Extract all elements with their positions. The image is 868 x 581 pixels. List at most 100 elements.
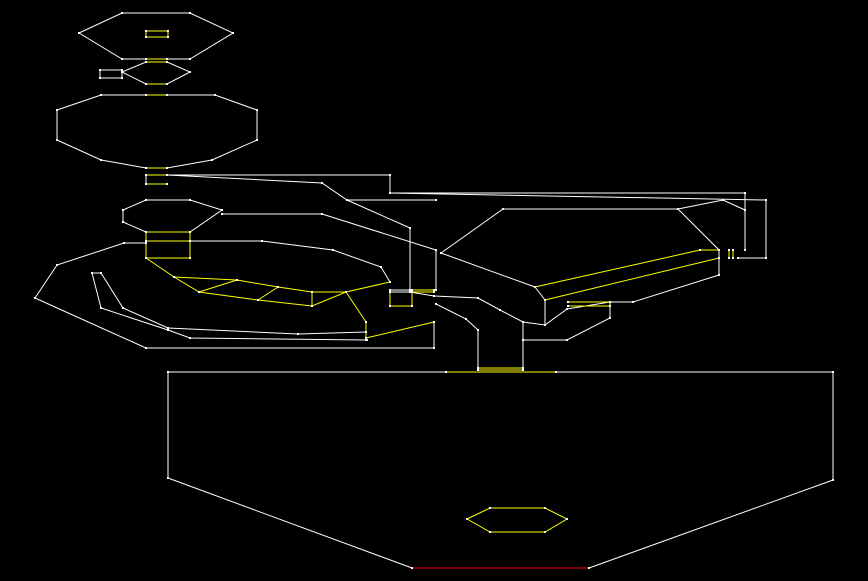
- wall-line-22: [523, 302, 611, 341]
- wall-line-4: [166, 174, 411, 291]
- vertex-dot: [380, 266, 382, 268]
- vertex-dot: [522, 339, 524, 341]
- wall-line-12: [122, 199, 224, 233]
- vertex-dot: [221, 213, 223, 215]
- vertex-dot: [167, 30, 169, 32]
- vertex-dot: [389, 281, 391, 283]
- vertex-dot: [365, 321, 367, 323]
- vertex-dot: [728, 249, 730, 251]
- vertex-dot: [699, 249, 701, 251]
- vertex-dot: [477, 367, 479, 369]
- vertex-dot: [522, 367, 524, 369]
- vertex-dot: [277, 286, 279, 288]
- vertex-dot: [440, 252, 442, 254]
- vertex-dot: [145, 94, 147, 96]
- vertex-dot: [198, 291, 200, 293]
- vertex-dot: [91, 272, 93, 274]
- vertex-dot: [321, 182, 323, 184]
- vertex-dot: [832, 371, 834, 373]
- vertex-dot: [121, 58, 123, 60]
- vertex-dot: [765, 257, 767, 259]
- vertex-dot: [145, 231, 147, 233]
- vertex-dot: [122, 307, 124, 309]
- vertex-dot: [566, 339, 568, 341]
- wall-line-20: [435, 303, 479, 370]
- vertex-dot: [409, 227, 411, 229]
- vertex-dot: [56, 109, 58, 111]
- vertex-dot: [145, 183, 147, 185]
- vertex-dot: [145, 61, 147, 63]
- vertex-dot: [99, 69, 101, 71]
- vertex-dot: [433, 289, 435, 291]
- vertex-dot: [566, 518, 568, 520]
- step-line-19: [345, 291, 367, 323]
- vertex-dot: [145, 167, 147, 169]
- vertex-dot: [567, 305, 569, 307]
- step-line-22: [389, 290, 413, 307]
- vertex-dot: [744, 249, 746, 251]
- vertex-dot: [609, 317, 611, 319]
- vertex-dot: [166, 94, 168, 96]
- vertex-dot: [166, 174, 168, 176]
- vertex-dot: [221, 209, 223, 211]
- vertex-dot: [411, 291, 413, 293]
- vertex-dot: [167, 327, 169, 329]
- vertex-dot: [389, 289, 391, 291]
- vertex-dot: [732, 257, 734, 259]
- vertex-dot: [173, 276, 175, 278]
- vertex-dot: [744, 209, 746, 211]
- vertex-dot: [121, 71, 123, 73]
- vertex-dot: [832, 479, 834, 481]
- vertex-dot: [122, 221, 124, 223]
- vertex-dot: [544, 531, 546, 533]
- vertex-dot: [145, 36, 147, 38]
- vertex-dot: [332, 249, 334, 251]
- vertex-dot: [677, 208, 679, 210]
- vertex-dot: [166, 61, 168, 63]
- vertex-dot: [732, 249, 734, 251]
- vertex-dot: [445, 371, 447, 373]
- vertex-dot: [544, 507, 546, 509]
- vertex-dot: [722, 199, 724, 201]
- vertex-dot: [435, 303, 437, 305]
- vertex-dot: [389, 291, 391, 293]
- vertex-dot: [389, 192, 391, 194]
- vertex-dot: [409, 289, 411, 291]
- vertex-dot: [609, 305, 611, 307]
- vertex-dot: [189, 231, 191, 233]
- vertex-dot: [433, 347, 435, 349]
- vertex-dot: [211, 159, 213, 161]
- vertex-dot: [56, 264, 58, 266]
- vertex-dot: [145, 83, 147, 85]
- vertex-dot: [257, 299, 259, 301]
- wall-line-8: [440, 208, 720, 303]
- vertex-dot: [166, 167, 168, 169]
- vertex-dot: [435, 199, 437, 201]
- vertex-dot: [522, 369, 524, 371]
- vertex-dot: [346, 199, 348, 201]
- vertex-dot: [389, 174, 391, 176]
- vertex-dot: [365, 337, 367, 339]
- vertex-dot: [311, 291, 313, 293]
- vertex-dot: [433, 321, 435, 323]
- vertex-dot: [737, 257, 739, 259]
- vertex-dot: [477, 297, 479, 299]
- vertex-dot: [166, 83, 168, 85]
- vertex-dot: [311, 305, 313, 307]
- vertex-dot: [389, 305, 391, 307]
- vertex-dot: [99, 77, 101, 79]
- step-line-21: [365, 321, 435, 339]
- vertex-dot: [544, 324, 546, 326]
- vertex-dot: [56, 139, 58, 141]
- vertex-dot: [100, 307, 102, 309]
- vertex-dot: [256, 109, 258, 111]
- vertex-dot: [145, 58, 147, 60]
- vertex-dot: [544, 299, 546, 301]
- vertex-dot: [728, 257, 730, 259]
- vertex-dot: [189, 58, 191, 60]
- vertex-dot: [100, 272, 102, 274]
- vertex-dot: [256, 139, 258, 141]
- vertex-markers: [34, 12, 834, 569]
- vertex-dot: [534, 286, 536, 288]
